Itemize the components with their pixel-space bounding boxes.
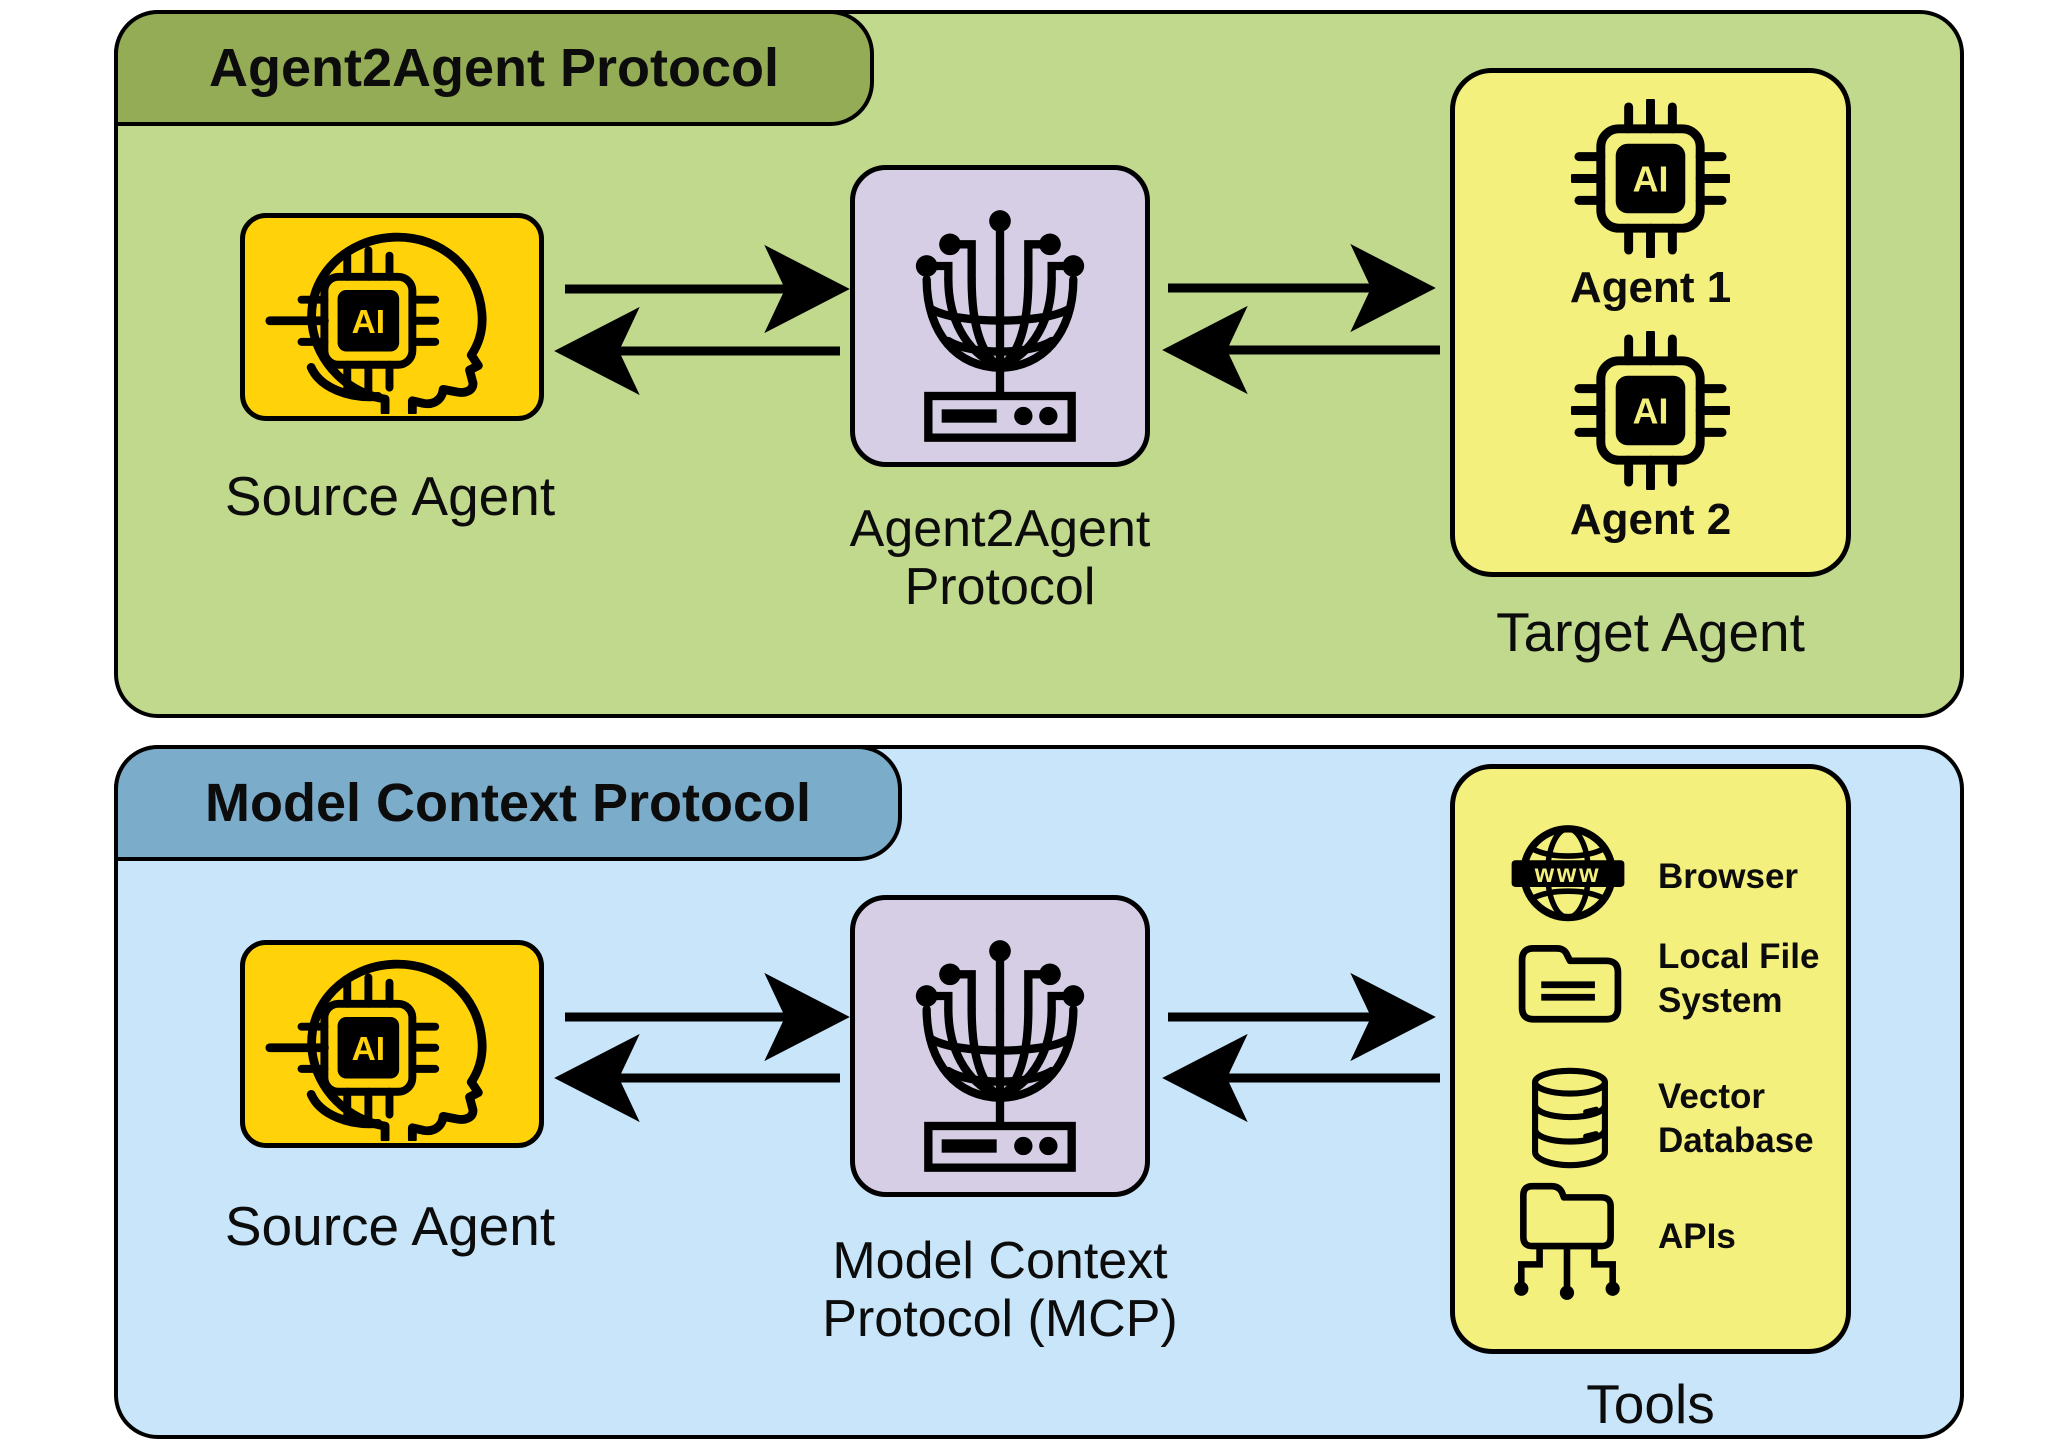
mcp-hub [850,895,1150,1197]
source-agent-a2a [240,213,544,421]
a2a-hub-label: Agent2Agent Protocol [849,500,1151,616]
folder-icon [1511,933,1629,1025]
tool-label-vector-database: Vector Database [1658,1077,1814,1160]
mcp-hub-label: Model Context Protocol (MCP) [822,1232,1178,1348]
agent2-label: Agent 2 [1569,495,1732,544]
network-hub-icon [875,190,1125,442]
ai-head-icon [249,951,537,1141]
a2a-hub [850,165,1150,467]
tool-label-local-file-system: Local File System [1658,937,1820,1020]
a2a-section-title-tab: Agent2Agent Protocol [114,10,874,126]
source-agent-a2a-label: Source Agent [224,465,556,527]
mcp-section-title-tab: Model Context Protocol [114,745,902,861]
network-hub-icon [875,920,1125,1172]
tool-label-apis: APIs [1658,1217,1736,1256]
agent1-group [1571,99,1730,258]
a2a-section-title: Agent2Agent Protocol [208,38,779,98]
folder-network-icon [1501,1173,1635,1307]
ai-chip-icon [1571,331,1730,490]
ai-head-icon [249,224,537,414]
globe-www-icon [1507,819,1629,931]
target-agent-box: Agent 1 Agent 2 [1450,68,1851,577]
target-agent-label: Target Agent [1496,601,1805,663]
ai-chip-icon [1571,99,1730,258]
tools-label: Tools [1586,1373,1715,1435]
agent2-group [1571,331,1730,490]
source-agent-mcp [240,940,544,1148]
tool-label-browser: Browser [1658,857,1799,896]
source-agent-mcp-label: Source Agent [224,1195,556,1257]
agent1-label: Agent 1 [1569,263,1732,312]
tools-box: Browser Local File System Vector Databas… [1450,764,1851,1354]
mcp-section-title: Model Context Protocol [205,773,811,833]
database-icon [1519,1063,1621,1173]
